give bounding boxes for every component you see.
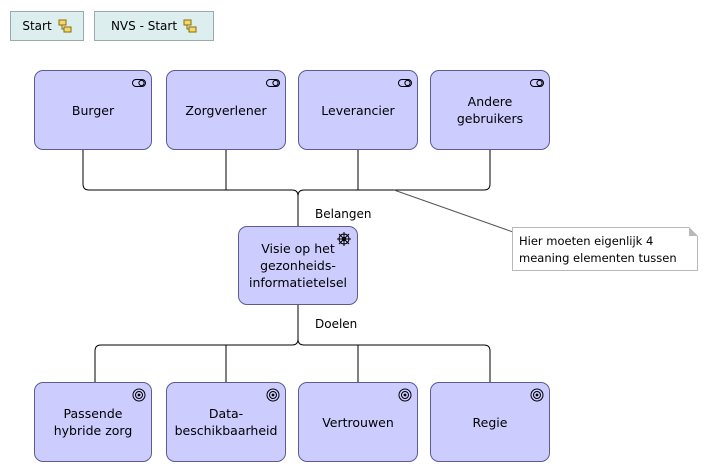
target-icon: [530, 388, 544, 402]
connector-regie: [297, 338, 491, 382]
connector-andere-gebruikers: [297, 150, 491, 197]
target-icon: [266, 388, 280, 402]
toggle-icon: [530, 79, 544, 87]
stakeholder-label: Leverancier: [321, 102, 395, 118]
vision-node[interactable]: Visie op het gezonheids-informatietelsel: [238, 226, 358, 305]
nvs-start-button-label: NVS - Start: [110, 19, 178, 33]
goal-data-beschikbaarheid[interactable]: Data-beschikbaarheid: [166, 382, 286, 462]
toggle-icon: [132, 79, 146, 87]
stakeholder-label: Burger: [71, 102, 115, 118]
note-fold: [689, 227, 698, 236]
stakeholder-label: Zorgverlener: [185, 102, 267, 118]
goal-regie[interactable]: Regie: [430, 382, 550, 462]
goal-passende-hybride-zorg[interactable]: Passende hybride zorg: [34, 382, 152, 462]
vision-label: Visie op het gezonheids-informatietelsel: [248, 241, 347, 290]
goal-vertrouwen[interactable]: Vertrouwen: [298, 382, 418, 462]
stakeholder-label: Andere gebruikers: [456, 94, 524, 126]
toggle-icon: [266, 79, 280, 87]
connector-burger: [82, 150, 299, 226]
toggle-icon: [398, 79, 412, 87]
edge-label-belangen: Belangen: [315, 207, 372, 221]
diagram-model-icon: [58, 19, 72, 33]
stakeholder-burger[interactable]: Burger: [34, 70, 152, 150]
diagram-model-icon: [183, 19, 197, 33]
note-connector: [393, 189, 514, 233]
start-button[interactable]: Start: [10, 11, 84, 41]
goal-label: Vertrouwen: [322, 414, 394, 430]
annotation-note: Hier moeten eigenlijk 4 meaning elemente…: [512, 227, 698, 271]
goal-label: Passende hybride zorg: [53, 406, 133, 438]
note-text: Hier moeten eigenlijk 4 meaning elemente…: [519, 234, 677, 265]
target-icon: [132, 388, 146, 402]
connector-goals-trunk: [94, 305, 299, 382]
goal-label: Data-beschikbaarheid: [174, 406, 278, 438]
goal-label: Regie: [472, 414, 508, 430]
wheel-icon: [337, 232, 351, 246]
stakeholder-leverancier[interactable]: Leverancier: [298, 70, 418, 150]
nvs-start-button[interactable]: NVS - Start: [94, 11, 214, 41]
start-button-label: Start: [22, 19, 52, 33]
edge-label-doelen: Doelen: [315, 317, 358, 331]
stakeholder-zorgverlener[interactable]: Zorgverlener: [166, 70, 286, 150]
target-icon: [398, 388, 412, 402]
stakeholder-andere-gebruikers[interactable]: Andere gebruikers: [430, 70, 550, 150]
